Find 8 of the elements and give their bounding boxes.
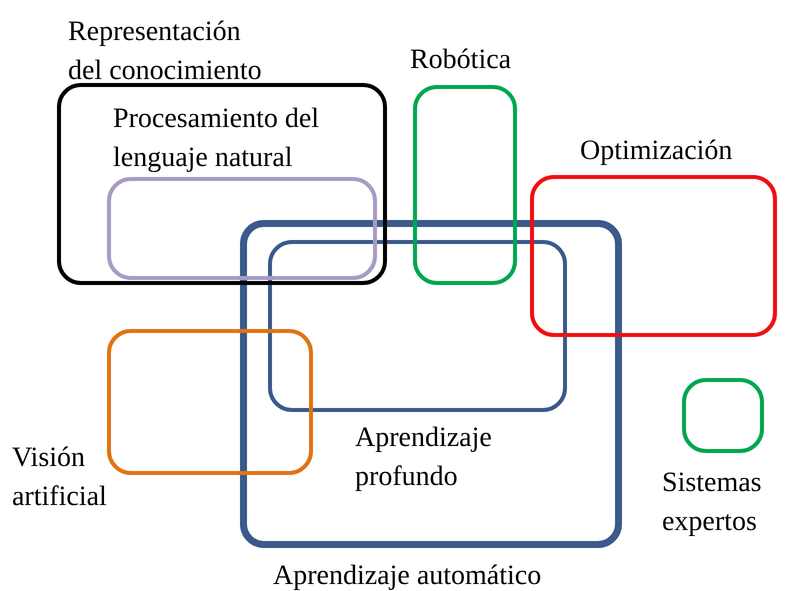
region-label: Procesamiento del lenguaje natural [113, 102, 320, 175]
region-label: Optimización [580, 134, 732, 168]
region-label: Robótica [410, 43, 512, 77]
region-label: Aprendizaje automático [273, 559, 542, 591]
region-label: Sistemas expertos [662, 466, 763, 539]
region-label: Visión artificial [12, 441, 108, 514]
region-label: Aprendizaje profundo [355, 421, 493, 494]
region-label: Representación del conocimiento [68, 15, 263, 88]
